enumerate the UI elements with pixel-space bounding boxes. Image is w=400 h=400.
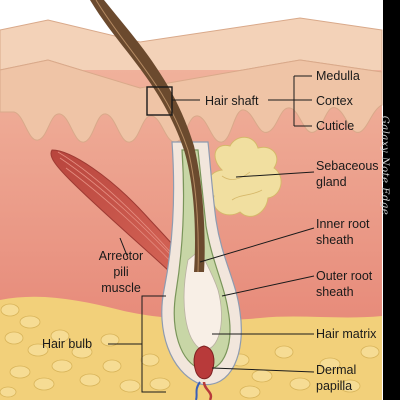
label-inner-root-sheath-line1: Inner root — [316, 217, 370, 231]
label-cortex: Cortex — [316, 94, 353, 108]
leader-arrector-pili — [119, 237, 129, 259]
label-arrector-pili-muscle: Arrector pili muscle — [86, 248, 156, 296]
label-sebaceous-gland-line1: Sebaceous — [316, 159, 379, 173]
label-hair-bulb: Hair bulb — [42, 337, 93, 351]
leader-inner-root-sheath — [199, 227, 315, 263]
label-arrector-pili-line2: pili — [113, 265, 129, 279]
label-inner-root-sheath-line2: sheath — [316, 233, 354, 247]
label-dermal-papilla-line2: papilla — [316, 379, 353, 393]
leader-sebaceous-gland — [235, 171, 315, 178]
label-sebaceous-gland-line2: gland — [316, 175, 347, 189]
dermal-papilla-shape — [193, 345, 215, 380]
label-arrector-pili-line1: Arrector — [98, 249, 144, 263]
epidermis-layer — [0, 59, 383, 143]
label-cuticle: Cuticle — [316, 119, 355, 133]
label-outer-root-sheath-line2: sheath — [316, 285, 354, 299]
label-inner-root-sheath: Inner root sheath — [316, 216, 370, 248]
leader-dermal-papilla — [211, 367, 315, 373]
label-hair-matrix: Hair matrix — [316, 327, 377, 341]
label-dermal-papilla-line1: Dermal — [316, 363, 357, 377]
leader-lines — [108, 75, 315, 373]
device-edge-strip — [383, 0, 400, 400]
fat-cells — [0, 303, 380, 399]
hair-matrix-shape — [183, 249, 222, 351]
label-dermal-papilla: Dermal papilla — [316, 362, 356, 394]
hair-shaft-shape — [90, 0, 205, 272]
label-outer-root-sheath-line1: Outer root — [316, 269, 373, 283]
label-sebaceous-gland: Sebaceous gland — [316, 158, 379, 190]
leader-outer-root-sheath — [221, 275, 315, 297]
label-outer-root-sheath: Outer root sheath — [316, 268, 372, 300]
label-arrector-pili-line3: muscle — [101, 281, 141, 295]
hair-shaft-inset-box — [146, 86, 173, 116]
label-medulla: Medulla — [316, 69, 360, 83]
device-watermark: Galaxy Note Edge — [378, 115, 390, 216]
label-hair-shaft: Hair shaft — [205, 94, 259, 108]
